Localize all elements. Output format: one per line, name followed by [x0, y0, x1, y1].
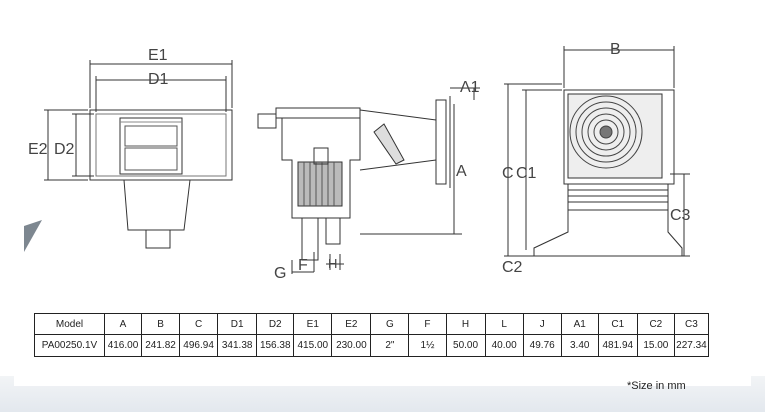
table-cell: 415.00: [293, 334, 333, 357]
technical-drawing: E1 D1 E2 D2: [28, 41, 691, 282]
table-cell: 416.00: [103, 334, 143, 357]
table-cell: 481.94: [597, 334, 638, 357]
table-cell: 1½: [408, 334, 447, 357]
back-view: [504, 46, 690, 257]
header-cell: Model: [34, 313, 105, 335]
label-f: F: [298, 257, 308, 274]
table-cell: 50.00: [445, 334, 486, 357]
side-inlet-stub: [257, 113, 277, 129]
back-base: [533, 210, 683, 257]
side-flange: [435, 99, 447, 185]
label-c: C: [502, 165, 514, 182]
label-e2: E2: [28, 141, 48, 158]
front-outlet-pipe: [145, 229, 171, 249]
table-cell: 341.38: [217, 334, 258, 357]
label-c2: C2: [502, 259, 523, 276]
header-cell: C2: [636, 313, 675, 335]
label-c3: C3: [670, 207, 691, 224]
table-cell: 3.40: [560, 334, 599, 357]
table-row: PA00250.1V 416.00 241.82 496.94 341.38 1…: [34, 334, 710, 357]
header-cell: H: [445, 313, 486, 335]
label-b: B: [610, 41, 621, 58]
header-cell: B: [140, 313, 181, 335]
label-a1: A1: [460, 79, 480, 96]
table-cell: 40.00: [484, 334, 524, 357]
size-note: *Size in mm: [627, 380, 686, 392]
header-cell: C1: [597, 313, 638, 335]
front-body-lower: [123, 179, 191, 231]
table-cell: 15.00: [636, 334, 675, 357]
front-inner-frame: [95, 113, 227, 177]
table-cell: 230.00: [331, 334, 372, 357]
front-body-outline: [89, 109, 233, 181]
header-cell: L: [484, 313, 524, 335]
table-cell: 49.76: [522, 334, 562, 357]
table-cell: 156.38: [256, 334, 295, 357]
table-header-row: Model A B C D1 D2 E1 E2 G F H L J A1 C1 …: [34, 313, 710, 335]
table-cell: PA00250.1V: [34, 334, 105, 357]
decorative-wedge: [24, 220, 42, 252]
header-cell: F: [408, 313, 447, 335]
front-view: [44, 60, 233, 249]
header-cell: E2: [331, 313, 372, 335]
side-pipe-main: [301, 217, 319, 261]
side-basket: [297, 161, 343, 207]
back-filter-plate: [567, 93, 663, 179]
side-pipe-secondary: [325, 217, 341, 245]
header-cell: D2: [256, 313, 295, 335]
table-cell: 2": [370, 334, 410, 357]
header-cell: D1: [217, 313, 258, 335]
side-weir-flap: [373, 123, 405, 165]
label-e1: E1: [148, 47, 168, 64]
back-rib-section: [567, 183, 669, 211]
table-cell: 496.94: [179, 334, 219, 357]
drawing-sheet: E1 D1 E2 D2: [14, 20, 751, 392]
header-cell: A: [103, 313, 143, 335]
front-weir-slot: [124, 125, 178, 147]
front-weir-panel: [124, 147, 178, 171]
header-cell: C: [179, 313, 219, 335]
header-cell: J: [522, 313, 562, 335]
table-cell: 227.34: [673, 334, 710, 357]
front-weir-door: [119, 117, 183, 175]
label-d2: D2: [54, 141, 75, 158]
label-h: H: [328, 256, 337, 271]
label-d1: D1: [148, 71, 169, 88]
label-g: G: [274, 265, 286, 282]
header-cell: G: [370, 313, 410, 335]
label-a: A: [456, 163, 467, 180]
side-lid: [275, 107, 361, 119]
label-c1: C1: [516, 165, 537, 182]
side-view: [257, 87, 480, 274]
header-cell: E1: [293, 313, 333, 335]
header-cell: A1: [560, 313, 599, 335]
table-cell: 241.82: [140, 334, 181, 357]
side-body: [281, 118, 361, 219]
header-cell: C3: [673, 313, 710, 335]
spec-table: Model A B C D1 D2 E1 E2 G F H L J A1 C1 …: [34, 313, 710, 357]
side-basket-handle: [313, 147, 329, 165]
